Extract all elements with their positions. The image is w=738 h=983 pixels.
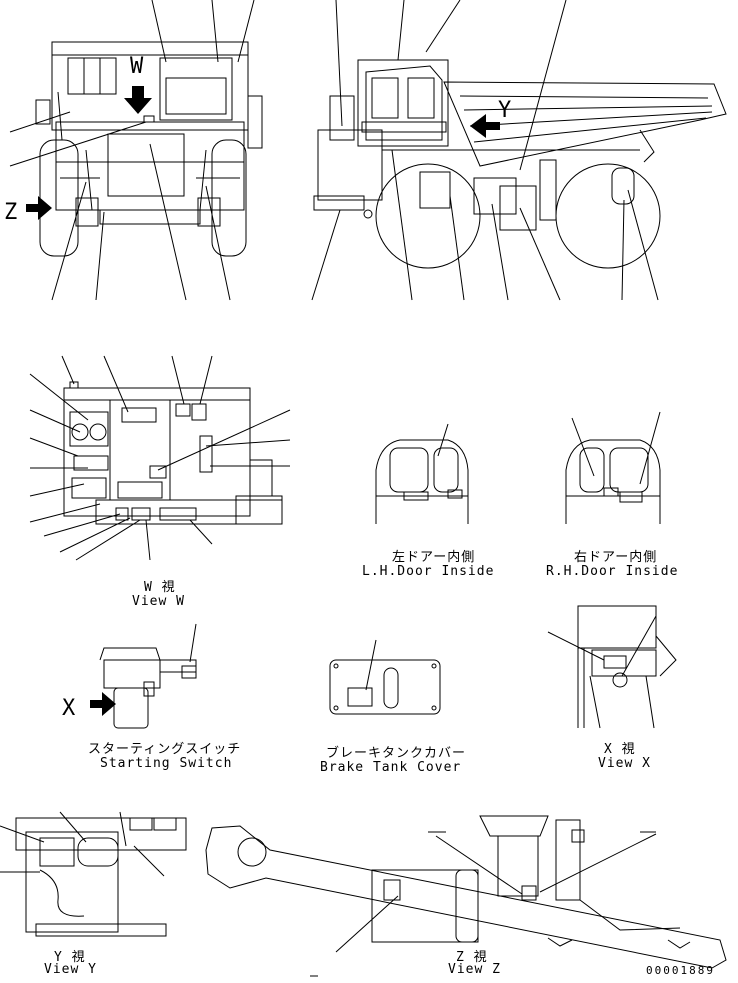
rh-door-drawing — [565, 411, 661, 524]
view-x-caption-en: View X — [598, 756, 651, 771]
starting-switch-caption-jp: スターティングスイッチ — [88, 742, 242, 757]
lh-door-caption-en: L.H.Door Inside — [362, 564, 495, 579]
view-z-caption-jp: Z 視 — [456, 950, 488, 965]
view-x-caption-jp: X 視 — [604, 742, 636, 757]
view-z-drawing — [205, 815, 727, 977]
view-marker-w: W — [130, 54, 145, 79]
starting-switch-drawing — [90, 623, 197, 729]
drawing-part-number: 00001889 — [646, 964, 715, 977]
view-marker-y: Y — [498, 98, 513, 123]
view-marker-z: Z — [4, 200, 19, 225]
truck-side-view — [311, 0, 727, 301]
view-y-caption-jp: Y 視 — [54, 950, 86, 965]
lh-door-caption-jp: 左ドアー内側 — [392, 550, 476, 565]
view-y-drawing — [0, 811, 187, 937]
view-w-panel — [29, 355, 291, 561]
truck-front-view — [9, 0, 263, 301]
lh-door-drawing — [375, 423, 469, 524]
rh-door-caption-jp: 右ドアー内側 — [574, 550, 658, 565]
brake-tank-cover-caption-en: Brake Tank Cover — [320, 760, 462, 775]
starting-switch-caption-en: Starting Switch — [100, 756, 233, 771]
brake-tank-cover-caption-jp: ブレーキタンクカバー — [326, 746, 467, 761]
view-x-drawing — [547, 605, 677, 729]
view-marker-x: X — [62, 696, 77, 721]
view-w-caption-en: View W — [132, 594, 185, 609]
view-w-caption-jp: W 視 — [144, 580, 176, 595]
view-y-caption-en: View Y — [44, 962, 97, 977]
rh-door-caption-en: R.H.Door Inside — [546, 564, 679, 579]
view-z-caption-en: View Z — [448, 962, 501, 977]
brake-tank-cover-drawing — [329, 639, 441, 715]
